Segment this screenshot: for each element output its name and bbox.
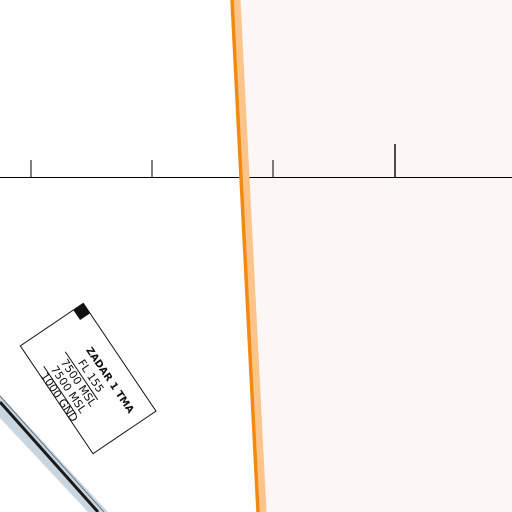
edge-line xyxy=(0,395,108,512)
limit-divider xyxy=(64,351,99,401)
airspace-shaded-area xyxy=(234,0,512,512)
limit-divider-2 xyxy=(43,365,77,415)
airspace-boundary xyxy=(230,0,267,512)
scale-bar xyxy=(0,144,512,178)
label-marker xyxy=(73,303,91,321)
airspace-label: ZADAR 1 TMA FL 155 7500 MSL 7500 MSL 100… xyxy=(19,302,157,455)
airspace-label-box xyxy=(19,302,157,455)
